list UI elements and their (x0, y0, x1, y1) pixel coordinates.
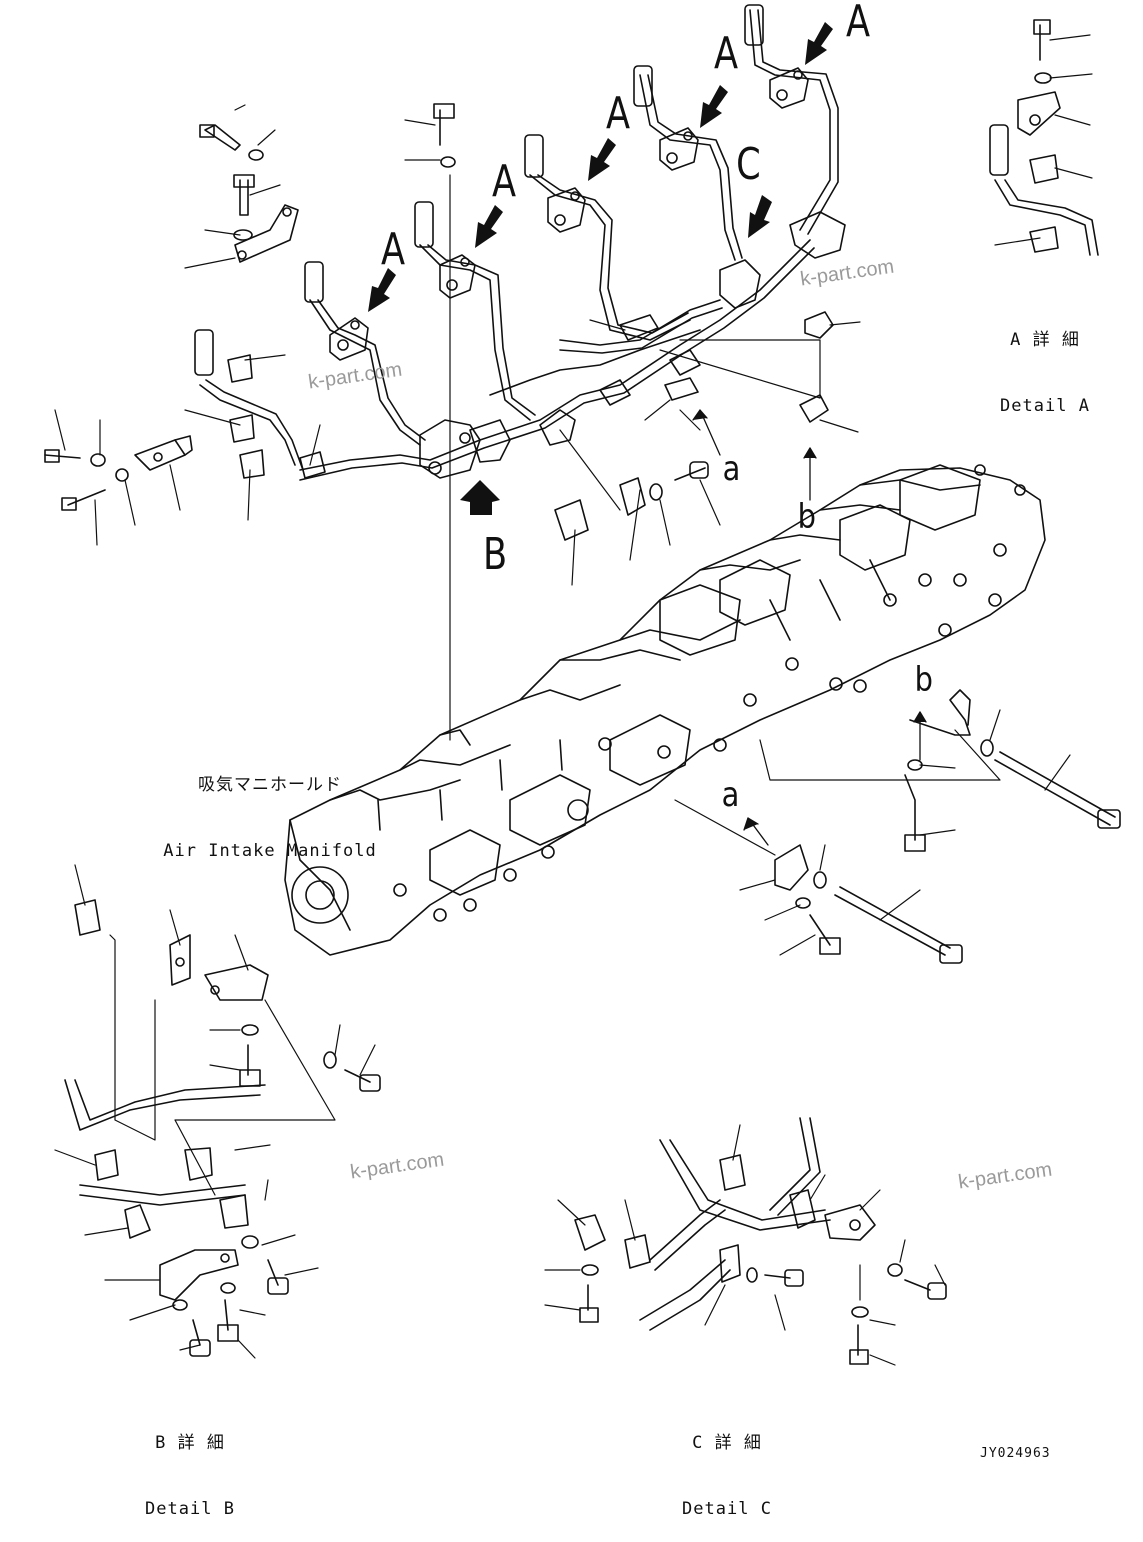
detail-c-label: C 詳 細 Detail C (672, 1388, 782, 1542)
air-intake-manifold (284, 464, 1046, 956)
pipe-nuts (194, 4, 1009, 376)
callout-small-b-1: b (797, 497, 816, 537)
pipe-clamps (134, 67, 1061, 541)
callout-small-b-2: b (914, 660, 933, 700)
detail-a-en: Detail A (1000, 396, 1090, 416)
thin-arrows (692, 409, 927, 846)
manifold-label-jp: 吸気マニホールド (198, 775, 342, 795)
callout-small-a-2: a (721, 775, 740, 815)
leader-lines (54, 34, 1093, 1366)
callout-b: B (483, 529, 508, 580)
callout-a-3: A (606, 88, 631, 139)
direction-arrows (368, 22, 833, 515)
callout-a-1: A (381, 224, 406, 275)
detail-c-en: Detail C (682, 1499, 772, 1519)
detail-a-label: A 詳 細 Detail A (990, 285, 1100, 439)
injection-pipes (199, 9, 839, 481)
detail-b-en: Detail B (145, 1499, 235, 1519)
detail-c-jp: C 詳 細 (692, 1433, 762, 1453)
detail-a-jp: A 詳 細 (1010, 330, 1080, 350)
callout-small-a-1: a (722, 449, 741, 489)
parts-diagram (44, 4, 1121, 1366)
callout-c: C (736, 139, 761, 190)
manifold-label-en: Air Intake Manifold (163, 841, 377, 861)
fasteners (44, 19, 1121, 1365)
detail-b-jp: B 詳 細 (155, 1433, 225, 1453)
detail-b-label: B 詳 細 Detail B (135, 1388, 245, 1542)
callout-a-5: A (846, 0, 871, 47)
callout-a-4: A (714, 28, 739, 79)
drawing-code: JY024963 (980, 1446, 1051, 1461)
manifold-label: 吸気マニホールド Air Intake Manifold (140, 730, 400, 884)
callout-a-2: A (492, 156, 517, 207)
